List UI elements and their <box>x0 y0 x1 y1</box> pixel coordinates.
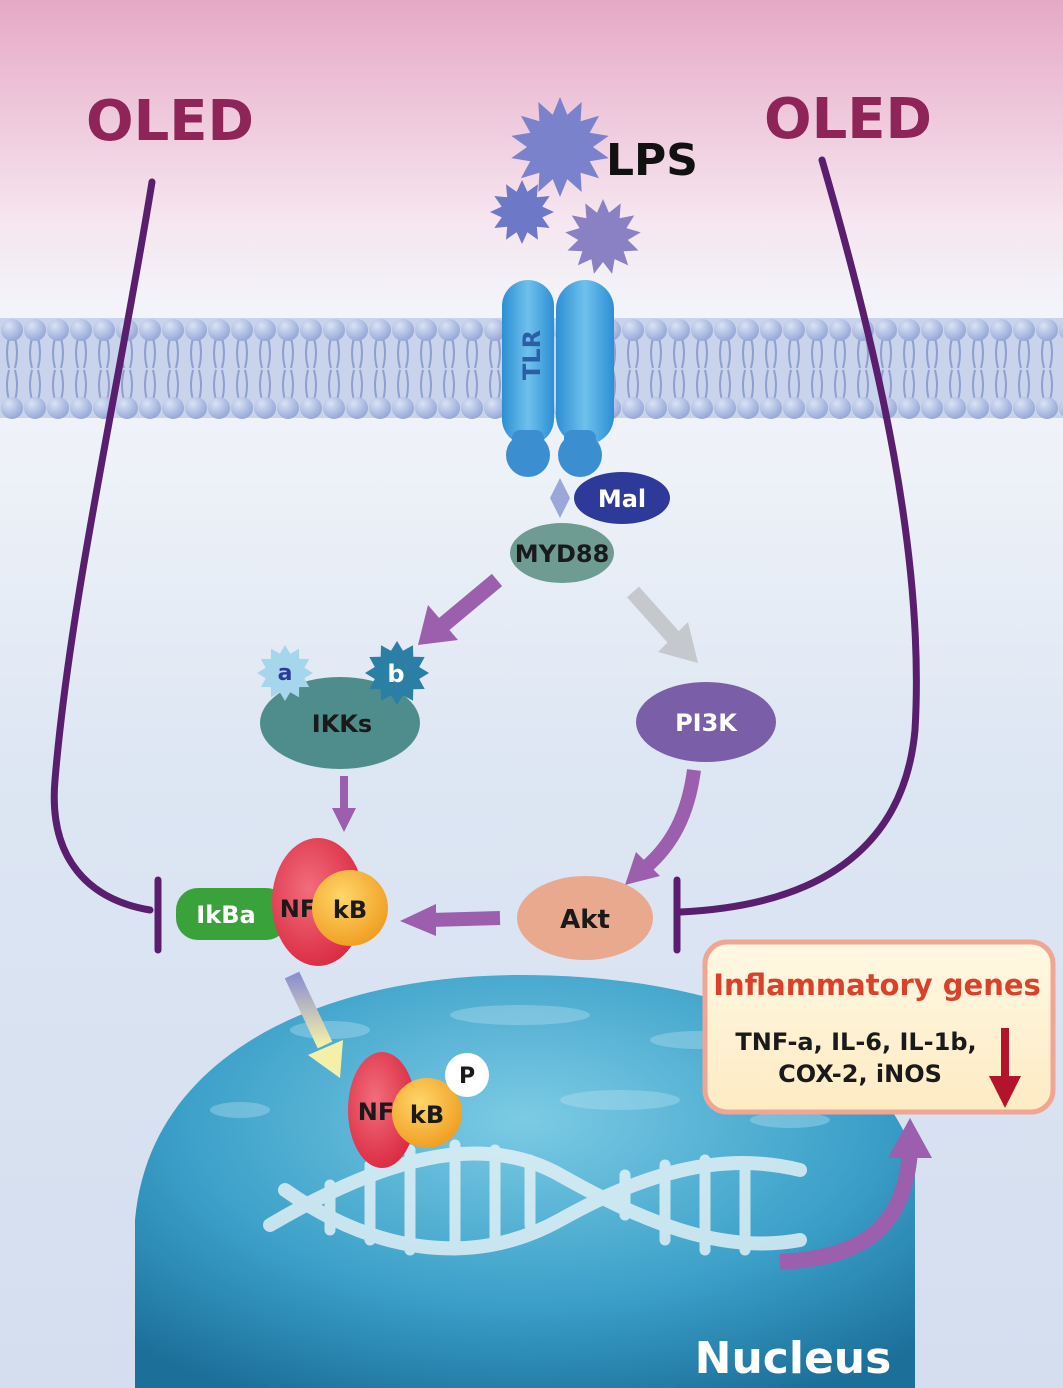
tlr-receptor: TLR <box>502 280 614 477</box>
lps-molecules <box>490 97 641 274</box>
tir-connector <box>550 478 570 518</box>
myd88-label: MYD88 <box>515 540 610 568</box>
arrow-pi3k-to-akt <box>625 769 701 885</box>
oled-left-label: OLED <box>86 89 254 154</box>
nuclear-nfkb-complex: NF kB P <box>348 1052 489 1168</box>
lps-particle <box>511 97 609 197</box>
nucleus-label: Nucleus <box>695 1333 892 1384</box>
nf-label: NF <box>280 895 316 923</box>
tlr-label: TLR <box>518 330 546 380</box>
inflammatory-genes-box: Inflammatory genes TNF-a, IL-6, IL-1b, C… <box>702 939 1056 1115</box>
akt-label: Akt <box>560 905 610 935</box>
nuclear-nf-label: NF <box>358 1098 394 1126</box>
pi3k-label: PI3K <box>675 709 738 737</box>
arrow-ikks-to-complex <box>332 776 356 832</box>
myd88-adaptor: MYD88 <box>510 523 614 583</box>
kb-label: kB <box>333 896 367 924</box>
genes-line1: TNF-a, IL-6, IL-1b, <box>735 1028 976 1056</box>
akt-node: Akt <box>517 876 653 960</box>
pi3k-node: PI3K <box>636 682 776 762</box>
arrow-nuclear-translocation <box>284 971 343 1078</box>
ikks-label: IKKs <box>312 710 372 738</box>
oled-right-inhibition <box>673 156 920 954</box>
ikk-beta-subunit <box>365 641 429 705</box>
mal-label: Mal <box>598 485 646 513</box>
mal-adaptor: Mal <box>574 472 670 524</box>
genes-title: Inflammatory genes <box>713 968 1041 1002</box>
lps-particle <box>490 180 554 244</box>
ikk-alpha-label: a <box>278 661 293 686</box>
oled-right-label: OLED <box>764 87 932 152</box>
genes-line2: COX-2, iNOS <box>778 1060 942 1088</box>
dna-helix <box>263 1139 807 1256</box>
arrow-myd88-to-ikks <box>418 573 503 645</box>
ikba-nfkb-complex: IkBa NF kB <box>176 838 388 966</box>
downregulation-arrow <box>989 1028 1021 1108</box>
ikk-alpha-subunit <box>257 645 313 701</box>
lps-label: LPS <box>606 135 698 186</box>
ikk-beta-label: b <box>387 660 404 688</box>
arrow-gene-expression <box>779 1118 932 1270</box>
arrow-myd88-to-pi3k <box>627 586 698 663</box>
nuclear-kb-label: kB <box>410 1101 444 1129</box>
oled-left-inhibition <box>50 178 162 954</box>
lps-particle <box>565 199 641 274</box>
arrow-akt-to-complex <box>400 904 501 936</box>
phospho-label: P <box>459 1064 475 1089</box>
ikk-complex: a b IKKs <box>257 641 429 769</box>
ikba-label: IkBa <box>196 901 255 929</box>
